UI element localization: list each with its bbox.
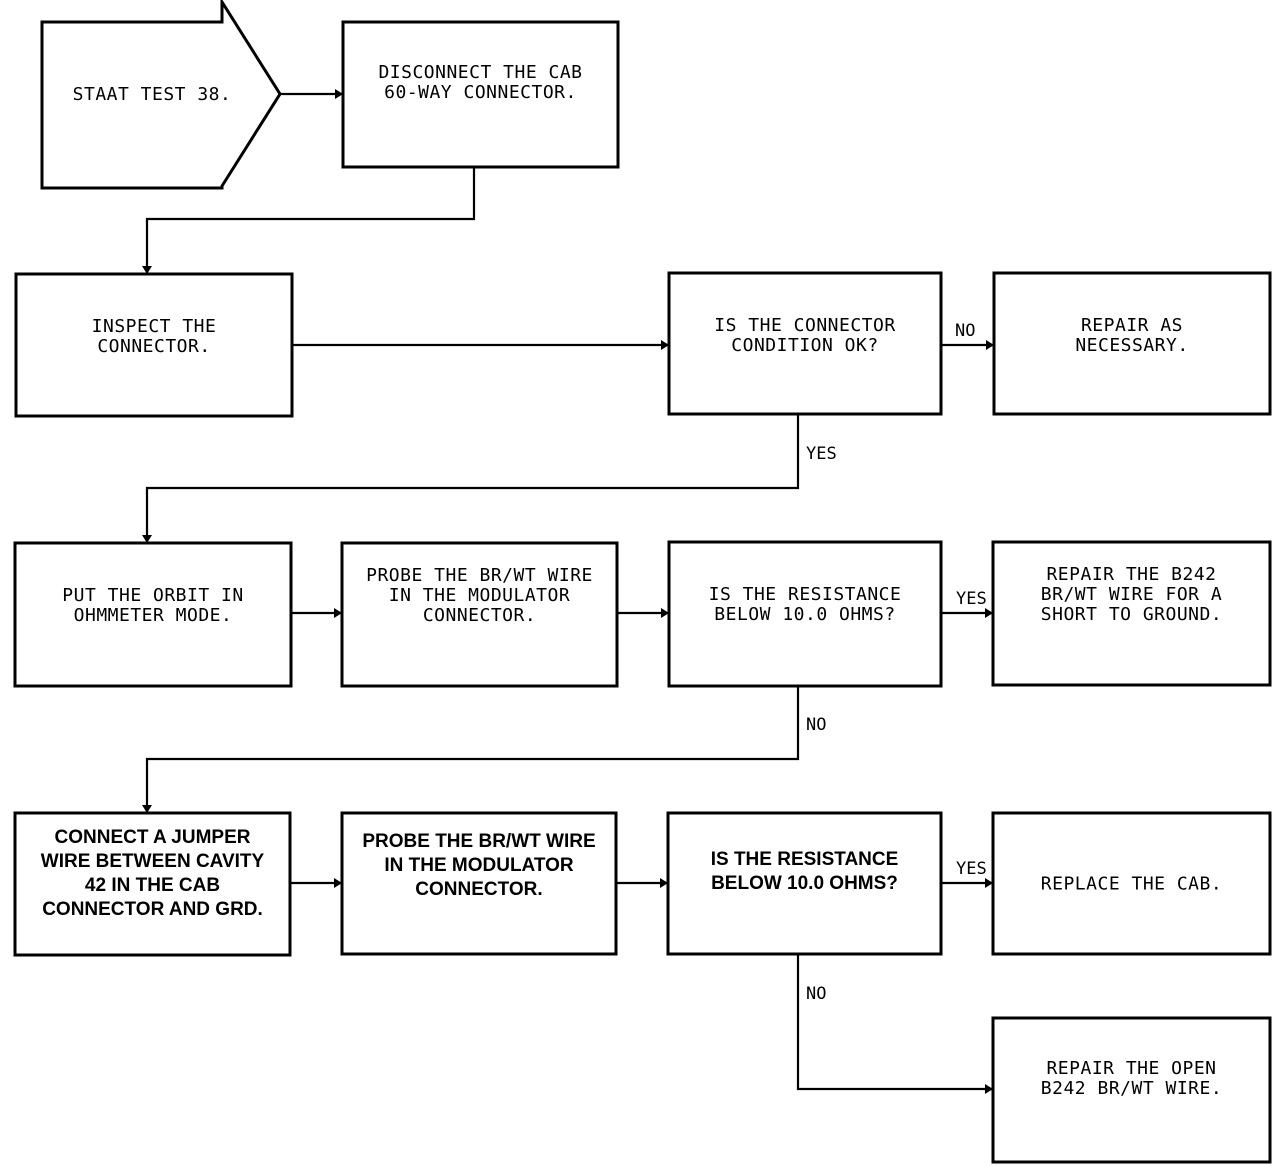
node-text-line: CONDITION OK? — [731, 335, 878, 356]
process-box — [991, 811, 1272, 956]
edge-label-no: NO — [955, 321, 975, 341]
process-box — [340, 811, 618, 956]
arrowhead — [142, 535, 152, 543]
node-text-line: CONNECTOR. — [415, 879, 542, 900]
process-box — [991, 1016, 1272, 1164]
process-box — [340, 541, 619, 688]
node-text-line: BELOW 10.0 OHMS? — [714, 604, 895, 625]
node-text-line: CONNECTOR AND GRD. — [42, 899, 263, 920]
node-text-line: PROBE THE BR/WT WIRE — [362, 831, 595, 852]
arrowhead — [142, 805, 152, 813]
connector-inspect-to-connector_ok — [292, 340, 669, 350]
node-text-line: 60-WAY CONNECTOR. — [384, 82, 577, 103]
node-replace-cab: REPLACE THE CAB. — [991, 811, 1272, 956]
node-text-line: IS THE RESISTANCE — [709, 584, 902, 605]
connector-probe2-to-resistance2 — [616, 878, 668, 888]
connector-line — [145, 167, 476, 274]
node-text-line: REPAIR THE OPEN — [1046, 1058, 1216, 1079]
process-box — [667, 271, 943, 416]
connector-connector_ok-to-repair_necessary: NO — [941, 321, 994, 350]
arrowhead — [660, 878, 668, 888]
arrowhead — [661, 340, 669, 350]
process-box — [13, 541, 293, 688]
node-probe2: PROBE THE BR/WT WIRE IN THE MODULATOR CONN… — [340, 811, 618, 956]
node-text-line: DISCONNECT THE CAB — [378, 62, 582, 83]
connector-start-to-disconnect — [278, 89, 343, 99]
node-resistance2: IS THE RESISTANCE BELOW 10.0 OHMS? — [666, 811, 943, 956]
node-text-line: IN THE MODULATOR — [384, 855, 574, 876]
node-text-line: REPAIR THE B242 — [1046, 564, 1216, 585]
node-text-line: PROBE THE BR/WT WIRE — [366, 565, 593, 586]
node-jumper: CONNECT A JUMPER WIRE BETWEEN CAVITY 42 IN… — [13, 811, 292, 957]
node-text-line: NECESSARY. — [1075, 335, 1188, 356]
connector-connector_ok-to-ohmmeter: YES — [142, 414, 837, 543]
node-text-line: SHORT TO GROUND. — [1041, 604, 1222, 625]
connector-resistance2-to-replace_cab: YES — [941, 859, 993, 888]
node-text-line: PUT THE ORBIT IN — [62, 585, 243, 606]
node-text-line: IN THE MODULATOR — [389, 585, 570, 606]
node-text-line: OHMMETER MODE. — [74, 605, 233, 626]
process-box — [14, 272, 294, 418]
node-text-line: REPAIR AS — [1081, 315, 1183, 336]
arrowhead — [986, 340, 994, 350]
arrowhead — [985, 608, 993, 618]
connector-ohmmeter-to-probe1 — [291, 608, 342, 618]
node-text-line: B242 BR/WT WIRE. — [1041, 1078, 1222, 1099]
process-box — [13, 811, 292, 957]
node-text-line: CONNECTOR. — [97, 336, 210, 357]
arrowhead — [334, 608, 342, 618]
node-text-line: REPLACE THE CAB. — [1041, 874, 1222, 895]
node-text-line: WIRE BETWEEN CAVITY — [41, 851, 265, 872]
node-text-line: BELOW 10.0 OHMS? — [711, 873, 898, 894]
node-text-line: IS THE RESISTANCE — [711, 849, 899, 870]
connector-jumper-to-probe2 — [290, 878, 342, 888]
arrowhead — [661, 608, 669, 618]
edge-label-yes: YES — [956, 859, 987, 879]
node-start: STAAT TEST 38. — [40, 0, 282, 190]
connector-resistance1-to-jumper: NO — [142, 686, 826, 813]
connector-resistance1-to-repair_short: YES — [941, 589, 993, 618]
process-box — [667, 540, 943, 688]
edge-label-yes: YES — [956, 589, 987, 609]
node-text-line: STAAT TEST 38. — [73, 84, 232, 105]
process-box — [341, 20, 620, 169]
connector-line — [145, 414, 800, 543]
node-text-line: BR/WT WIRE FOR A — [1041, 584, 1222, 605]
connector-probe1-to-resistance1 — [617, 608, 669, 618]
connector-line — [796, 954, 993, 1091]
process-box — [666, 811, 943, 956]
node-text-line: INSPECT THE — [92, 316, 217, 337]
process-box — [991, 540, 1272, 687]
arrowhead — [335, 89, 343, 99]
edge-label-yes: YES — [806, 444, 837, 464]
arrowhead — [985, 1084, 993, 1094]
node-text-line: CONNECT A JUMPER — [55, 827, 251, 848]
connector-disconnect-to-inspect — [142, 167, 476, 274]
arrowhead — [334, 878, 342, 888]
arrowhead — [142, 266, 152, 274]
arrowhead — [985, 878, 993, 888]
edge-label-no: NO — [806, 984, 826, 1004]
edge-label-no: NO — [806, 715, 826, 735]
process-box — [992, 271, 1272, 416]
connector-line — [145, 686, 800, 813]
node-text-line: IS THE CONNECTOR — [714, 315, 895, 336]
connector-resistance2-to-repair_open: NO — [796, 954, 993, 1094]
start-arrow-shape — [40, 0, 282, 190]
node-text-line: 42 IN THE CAB — [85, 875, 220, 896]
node-text-line: CONNECTOR. — [423, 605, 536, 626]
